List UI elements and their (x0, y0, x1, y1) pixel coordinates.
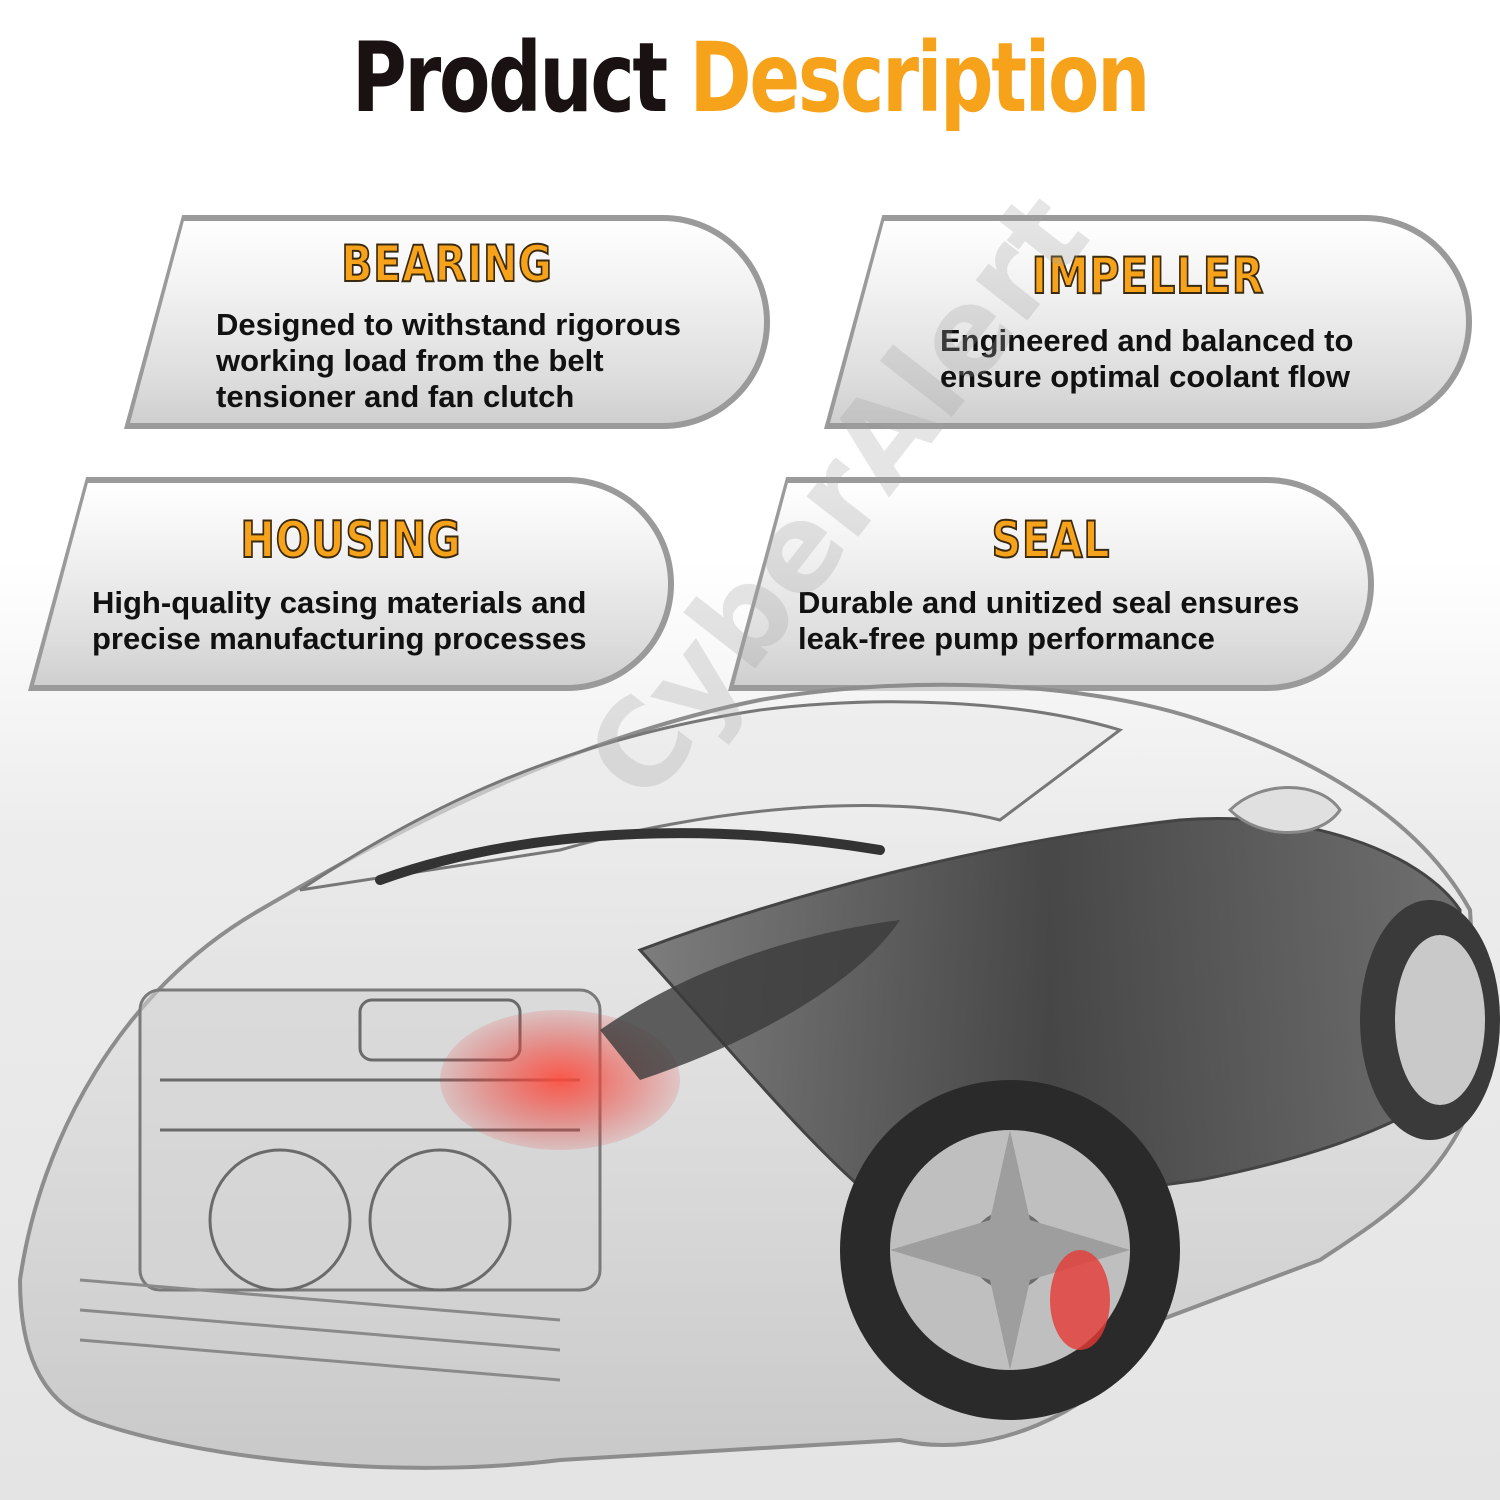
car-hood (375, 828, 885, 885)
card-seal-panel: SEAL Durable and unitized seal ensures l… (734, 483, 1368, 685)
card-housing-text: High-quality casing materials and precis… (92, 585, 586, 657)
car-side-panel (637, 816, 1462, 1222)
title-word-product: Product (351, 22, 668, 134)
card-housing-panel: HOUSING High-quality casing materials an… (34, 483, 668, 685)
car-illustration (17, 682, 1500, 1470)
card-impeller: IMPELLER Engineered and balanced to ensu… (824, 215, 1472, 429)
headlight (600, 920, 900, 1080)
card-housing-heading: HOUSING (240, 510, 462, 570)
card-bearing-panel: BEARING Designed to withstand rigorous w… (130, 221, 764, 423)
card-bearing-line-3: tensioner and fan clutch (216, 379, 575, 414)
card-housing-line-1: High-quality casing materials and (92, 585, 587, 620)
card-impeller-text: Engineered and balanced to ensure optima… (940, 323, 1353, 395)
page-title: Product Description (165, 22, 1335, 134)
card-impeller-line-1: Engineered and balanced to (940, 323, 1354, 358)
rear-wheel (1360, 900, 1500, 1140)
card-bearing-text: Designed to withstand rigorous working l… (216, 307, 681, 415)
card-bearing: BEARING Designed to withstand rigorous w… (124, 215, 770, 429)
title-word-description: Description (689, 22, 1151, 134)
card-impeller-panel: IMPELLER Engineered and balanced to ensu… (830, 221, 1466, 423)
card-seal-line-1: Durable and unitized seal ensures (798, 585, 1300, 620)
card-impeller-line-2: ensure optimal coolant flow (940, 359, 1350, 394)
card-bearing-line-1: Designed to withstand rigorous (216, 307, 682, 342)
front-grille (79, 1278, 561, 1382)
card-seal-text: Durable and unitized seal ensures leak-f… (798, 585, 1299, 657)
side-mirror (1227, 786, 1342, 834)
card-seal-line-2: leak-free pump performance (798, 621, 1215, 656)
front-wheel (840, 1080, 1180, 1420)
card-impeller-heading: IMPELLER (1031, 246, 1265, 306)
card-housing: HOUSING High-quality casing materials an… (28, 477, 674, 691)
card-seal: SEAL Durable and unitized seal ensures l… (728, 477, 1374, 691)
card-housing-line-2: precise manufacturing processes (92, 621, 587, 656)
card-seal-heading: SEAL (991, 510, 1111, 570)
card-bearing-line-2: working load from the belt (216, 343, 604, 378)
card-bearing-heading: BEARING (340, 234, 553, 294)
